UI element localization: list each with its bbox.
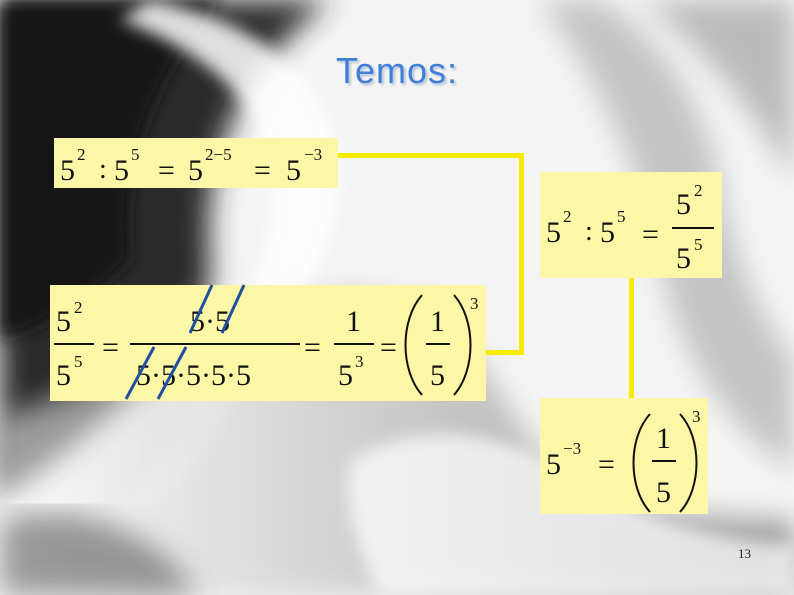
connector-line [519, 153, 524, 355]
equation-expansion: 5 2 5 5 = 5·5 5·5·5·5·5 = 1 5 3 = 1 5 3 [54, 284, 479, 400]
exponent: 5 [617, 207, 626, 226]
base: 5 [286, 154, 301, 187]
equals-sign: = [158, 154, 175, 187]
base: 5 [188, 154, 203, 187]
equals-sign: = [254, 154, 271, 187]
equation-division: 5 2 : 5 5 = 5 2−5 = 5 −3 [60, 145, 322, 187]
division-colon: : [585, 216, 593, 247]
fraction-bar [652, 460, 676, 462]
strike-line [220, 284, 246, 334]
product-denominator: 5·5·5·5·5 [136, 359, 251, 392]
base: 5 [60, 154, 75, 187]
paren-numerator: 1 [656, 422, 671, 455]
equals-sign: = [102, 331, 119, 364]
equation-quotient: 5 2 : 5 5 = 5 2 5 5 [546, 181, 714, 275]
denominator-exponent: 5 [694, 235, 703, 254]
equation-box-quotient: 5 2 : 5 5 = 5 2 5 5 [540, 172, 722, 278]
equation-result: 5 −3 = 1 5 3 [546, 407, 701, 513]
connector-line [338, 153, 524, 158]
numerator-base: 5 [56, 305, 71, 338]
paren-denominator: 5 [656, 476, 671, 509]
connector-line [629, 278, 634, 398]
division-colon: : [99, 154, 107, 185]
exponent: 2 [77, 145, 86, 164]
exponent: −3 [563, 439, 581, 458]
equation-box-division: 5 2 : 5 5 = 5 2−5 = 5 −3 [54, 138, 338, 188]
power-exponent: 3 [470, 294, 479, 313]
exponent: 2 [563, 207, 572, 226]
fraction-bar [334, 343, 374, 345]
left-parenthesis [404, 294, 423, 396]
denominator-base: 5 [56, 359, 71, 392]
exponent: 5 [131, 145, 140, 164]
power-exponent: 3 [692, 407, 701, 426]
base: 5 [600, 216, 615, 249]
fraction-bar [426, 343, 450, 345]
left-parenthesis [632, 413, 651, 513]
equals-sign: = [304, 331, 321, 364]
base: 5 [546, 448, 561, 481]
numerator-one: 1 [346, 305, 361, 338]
equation-box-expansion: 5 2 5 5 = 5·5 5·5·5·5·5 = 1 5 3 = 1 5 3 [50, 284, 486, 401]
denominator-exponent: 3 [355, 352, 364, 371]
slide-title: Temos: [335, 50, 459, 91]
exponent: 2−5 [205, 145, 232, 164]
connector-line [466, 350, 524, 355]
strike-line [156, 346, 188, 400]
numerator-base: 5 [676, 188, 691, 221]
base: 5 [546, 216, 561, 249]
strike-line [188, 284, 214, 334]
exponent: −3 [304, 145, 322, 164]
paren-denominator: 5 [430, 359, 445, 392]
denominator-exponent: 5 [74, 352, 83, 371]
paren-numerator: 1 [430, 305, 445, 338]
strike-line [124, 346, 156, 400]
equals-sign: = [380, 331, 397, 364]
numerator-exponent: 2 [694, 181, 703, 200]
denominator-base: 5 [338, 359, 353, 392]
equals-sign: = [598, 448, 615, 481]
equals-sign: = [642, 218, 659, 251]
page-number: 13 [738, 546, 751, 561]
right-parenthesis [679, 413, 698, 513]
base: 5 [114, 154, 129, 187]
fraction-bar [54, 343, 94, 345]
denominator-base: 5 [676, 242, 691, 275]
right-parenthesis [453, 294, 472, 396]
equation-box-result: 5 −3 = 1 5 3 [540, 398, 708, 514]
numerator-exponent: 2 [74, 298, 83, 317]
fraction-bar [672, 227, 714, 229]
fraction-bar [130, 343, 300, 345]
